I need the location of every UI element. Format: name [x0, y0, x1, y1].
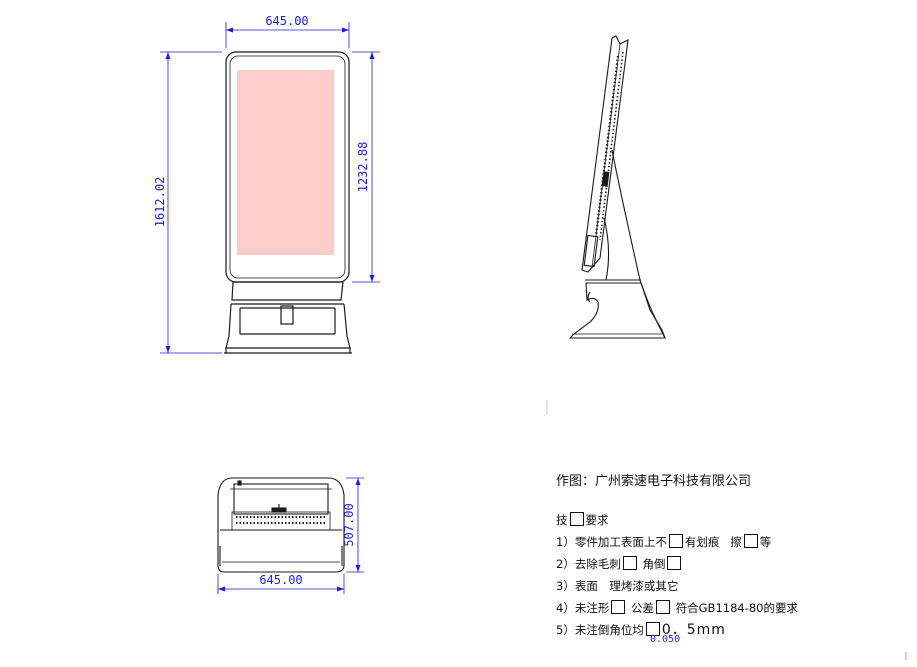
- front-dimensions: [160, 22, 380, 354]
- front-base-body: [225, 303, 351, 349]
- missing-char-box: [569, 512, 584, 526]
- req1-b: 有划痕: [684, 535, 720, 549]
- side-base: [568, 282, 666, 339]
- front-frame-inner: [229, 55, 346, 279]
- dim-base-width: 645.00: [259, 573, 302, 587]
- missing-char-box: [645, 622, 660, 636]
- front-base-top: [231, 281, 344, 301]
- screen-area: [237, 70, 334, 255]
- side-panel-bracket: [583, 234, 599, 268]
- front-base-slot: [280, 305, 294, 325]
- side-view: [568, 35, 666, 339]
- req4-b: 公差: [630, 601, 654, 615]
- req2-a: 2）去除毛刺: [556, 557, 621, 571]
- requirement-4: 4）未注形 公差 符合GB1184-80的要求: [556, 597, 911, 619]
- technical-notes: 作图：广州索速电子科技有限公司 技 要求 1）零件加工表面上不 有划痕 擦 等 2）去…: [556, 470, 911, 641]
- side-stand-front: [603, 217, 610, 281]
- missing-char-box: [667, 556, 682, 570]
- front-view: [224, 51, 352, 354]
- missing-char-box: [622, 556, 637, 570]
- top-view: [217, 477, 345, 573]
- requirement-5: 5）未注倒角位均 0．5mm: [556, 619, 911, 641]
- dim-front-width: 645.00: [265, 14, 308, 28]
- req3: 3）表面 理烤漆或其它: [556, 579, 679, 593]
- req-heading-b: 要求: [585, 513, 609, 527]
- maker-line: 作图：广州索速电子科技有限公司: [556, 474, 752, 489]
- requirements-heading: 技 要求: [556, 509, 911, 531]
- missing-char-box: [611, 600, 626, 614]
- top-outline: [217, 477, 345, 573]
- missing-char-box: [668, 534, 683, 548]
- req5-b: 0．5mm: [661, 622, 726, 638]
- requirement-2: 2）去除毛刺 角倒: [556, 553, 911, 575]
- req1-c: 擦: [730, 535, 742, 549]
- req1-a: 1）零件加工表面上不: [556, 535, 667, 549]
- top-panel: [233, 483, 329, 515]
- top-vent-strip: [231, 511, 331, 531]
- req2-b: 角倒: [642, 557, 666, 571]
- req4-a: 4）未注形: [556, 601, 610, 615]
- missing-char-box: [655, 600, 670, 614]
- req1-d: 等: [759, 535, 772, 549]
- missing-char-box: [743, 534, 758, 548]
- tolerance-overlay: 0.050: [650, 634, 681, 645]
- requirement-1: 1）零件加工表面上不 有划痕 擦 等: [556, 531, 911, 553]
- side-stand-back: [611, 149, 666, 339]
- top-dimensions: [217, 477, 364, 594]
- dim-screen-height: 1232.88: [356, 142, 370, 193]
- req-heading-a: 技: [556, 513, 568, 527]
- side-vent-holes: [594, 55, 620, 237]
- req4-c: 符合GB1184-80的要求: [675, 601, 798, 615]
- requirement-3: 3）表面 理烤漆或其它: [556, 575, 911, 597]
- dim-base-depth: 507.00: [342, 503, 356, 546]
- top-hinge: [271, 507, 287, 513]
- dim-front-height: 1612.02: [153, 177, 167, 228]
- req5-a: 5）未注倒角位均: [556, 623, 644, 637]
- side-panel-outline: [581, 35, 629, 273]
